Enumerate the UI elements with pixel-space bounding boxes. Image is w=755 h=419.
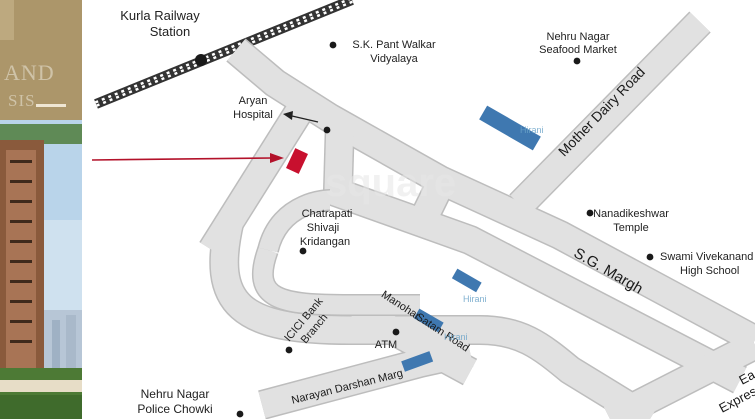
hirani-buildings — [401, 105, 541, 372]
atm-label: ATM — [375, 339, 397, 351]
landmark-dots — [195, 41, 654, 418]
hirani-label-1: Hirani — [520, 125, 544, 135]
temple-dot — [586, 209, 594, 217]
atm-dot — [392, 328, 400, 336]
building-block-4 — [401, 351, 434, 372]
seafood-label-2: Seafood Market — [539, 44, 617, 56]
kurla-station-label-1: Kurla Railway — [120, 8, 200, 23]
hirani-label-2: Hirani — [463, 294, 487, 304]
landmark-labels: Kurla Railway Station S.K. Pant Walkar V… — [120, 8, 753, 416]
hospital-dot — [323, 126, 331, 134]
sk-pant-dot — [329, 41, 337, 49]
icici-dot — [285, 346, 293, 354]
eastern-express-label-1: Ea — [736, 367, 755, 388]
school-label-2: High School — [680, 265, 739, 277]
building-photo — [0, 120, 82, 419]
school-dot — [646, 253, 654, 261]
station-dot — [195, 54, 207, 66]
sk-pant-label-2: Vidyalaya — [370, 53, 418, 65]
police-dot — [236, 410, 244, 418]
pointer-arrow-icon — [91, 153, 284, 163]
brand-text-2: SIS — [8, 91, 36, 110]
temple-label-1: Nanadikeshwar — [593, 208, 669, 220]
kridangan-label-2: Shivaji — [307, 222, 339, 234]
temple-label-2: Temple — [613, 222, 648, 234]
building-block-2 — [451, 268, 482, 293]
building-block-3 — [413, 308, 444, 333]
sk-pant-label-1: S.K. Pant Walkar — [352, 39, 436, 51]
kridangan-label-1: Chatrapati — [302, 208, 353, 220]
hospital-arrow-icon — [283, 111, 319, 123]
brand-panel: AND SIS — [0, 0, 82, 120]
railway-line — [94, 0, 354, 109]
police-label-1: Nehru Nagar — [141, 387, 210, 401]
seafood-dot — [573, 57, 581, 65]
seafood-label-1: Nehru Nagar — [547, 31, 610, 43]
roads — [199, 11, 755, 419]
hirani-label-3: Hirani — [444, 332, 468, 342]
project-site-marker — [286, 148, 308, 174]
hirani-labels: Hirani Hirani Hirani — [444, 125, 544, 342]
building-block-1 — [479, 105, 541, 151]
school-label-1: Swami Vivekanand — [660, 251, 753, 263]
kurla-station-label-2: Station — [150, 24, 190, 39]
hospital-label-2: Hospital — [233, 109, 273, 121]
hospital-label-1: Aryan — [239, 95, 268, 107]
watermark-text: square — [325, 161, 456, 205]
police-label-2: Police Chowki — [137, 402, 212, 416]
kridangan-dot — [299, 247, 307, 255]
brand-text-1: AND — [4, 60, 55, 85]
kridangan-label-3: Kridangan — [300, 236, 350, 248]
